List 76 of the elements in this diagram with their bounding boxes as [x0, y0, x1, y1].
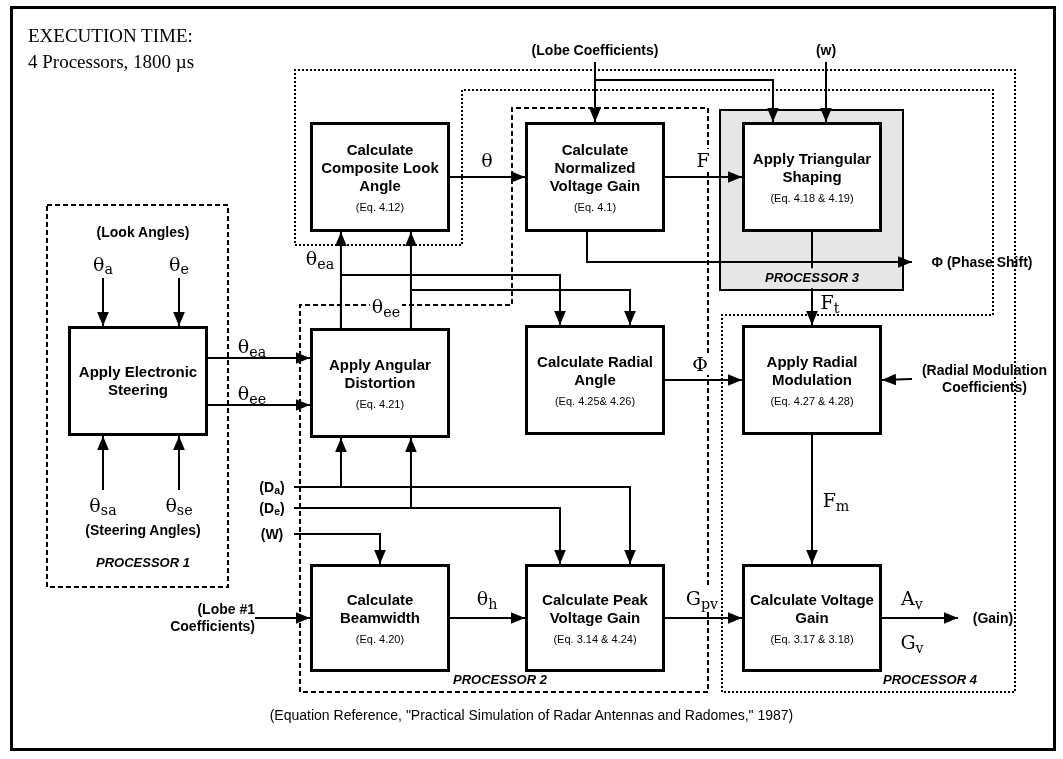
equation-reference: (Eq. 4.20) — [355, 632, 405, 646]
process-title: Calculate Voltage Gain — [749, 590, 875, 627]
execution-time-note: EXECUTION TIME: — [28, 24, 193, 48]
equation-reference: (Eq. 4.27 & 4.28) — [770, 394, 854, 408]
input-label: (w) — [815, 41, 837, 59]
input-label: (W) — [260, 525, 284, 543]
angle-symbol: θ$_{sa}$ — [89, 496, 117, 514]
input-label: Φ (Phase Shift) — [931, 253, 1033, 271]
arrow — [207, 352, 311, 364]
process-box — [525, 122, 665, 232]
arrow — [664, 171, 743, 183]
arrow — [293, 486, 636, 565]
arrow — [409, 289, 636, 329]
angle-symbol: θ$_{se}$ — [165, 496, 193, 514]
edge-label: F — [694, 149, 712, 171]
arrow — [254, 612, 311, 624]
input-label: (Lobe #1 Coefficients) — [169, 601, 255, 635]
process-title: Calculate Radial Angle — [536, 352, 654, 389]
process-title: Apply Radial Modulation — [765, 352, 859, 389]
angle-symbol: θ$_{e}$ — [169, 255, 189, 273]
arrow — [97, 277, 109, 327]
arrow — [339, 274, 566, 329]
equation-reference: (Eq. 3.14 & 4.24) — [553, 632, 637, 646]
arrow — [820, 61, 832, 123]
process-box — [310, 564, 450, 672]
process-box — [310, 328, 450, 438]
process-title: Apply Triangular Shaping — [751, 149, 873, 186]
process-box — [742, 325, 882, 435]
arrow — [881, 373, 913, 386]
execution-time-note: 4 Processors, 1800 µs — [28, 50, 195, 74]
processor-label: PROCESSOR 4 — [883, 671, 977, 690]
process-box — [68, 326, 208, 436]
caption: (Equation Reference, "Practical Simulation of Radar Antennas and Radomes," 1987) — [269, 705, 794, 725]
equation-reference: (Eq. 4.1) — [573, 200, 617, 214]
arrow — [173, 435, 185, 491]
arrow — [806, 434, 818, 565]
arrow — [97, 435, 109, 491]
equation-reference: (Eq. 4.12) — [355, 200, 405, 214]
input-label: (D$_{a}$) — [259, 478, 285, 496]
group-label: (Look Angles) — [96, 222, 190, 242]
processor-label: PROCESSOR 2 — [453, 671, 547, 690]
input-label: (Gain) — [972, 609, 1014, 627]
process-box — [742, 564, 882, 672]
arrow — [173, 277, 185, 327]
arrow — [293, 507, 566, 565]
arrow — [586, 231, 913, 268]
process-box — [310, 122, 450, 232]
process-title: Calculate Peak Voltage Gain — [541, 590, 649, 627]
process-title: Calculate Normalized Voltage Gain — [548, 140, 642, 195]
process-box — [525, 564, 665, 672]
edge-label: Φ — [690, 353, 710, 375]
process-title: Calculate Beamwidth — [339, 590, 421, 627]
equation-reference: (Eq. 3.17 & 3.18) — [770, 632, 854, 646]
equation-reference: (Eq. 4.25& 4.26) — [554, 394, 636, 408]
process-title: Apply Electronic Steering — [77, 363, 199, 399]
arrow — [449, 612, 526, 624]
input-label: (D$_{e}$) — [259, 499, 285, 517]
input-label: (Lobe Coefficients) — [531, 41, 659, 59]
input-label: (Radial Modulation Coefficients) — [920, 362, 1049, 396]
variable-label: G$_{v}$ — [900, 629, 924, 657]
process-box — [525, 325, 665, 435]
arrow — [293, 533, 386, 565]
group-label: (Steering Angles) — [85, 520, 201, 540]
arrow — [594, 61, 779, 123]
arrow — [664, 374, 743, 386]
process-box — [742, 122, 882, 232]
processor-label: PROCESSOR 1 — [96, 554, 190, 573]
angle-symbol: θ$_{a}$ — [93, 255, 113, 273]
arrow — [664, 612, 743, 624]
equation-reference: (Eq. 4.21) — [355, 397, 405, 411]
arrow — [881, 612, 959, 624]
arrow — [207, 399, 311, 411]
process-title: Calculate Composite Look Angle — [320, 140, 440, 195]
arrow — [449, 171, 526, 183]
process-title: Apply Angular Distortion — [328, 355, 432, 392]
equation-reference: (Eq. 4.18 & 4.19) — [770, 191, 854, 205]
